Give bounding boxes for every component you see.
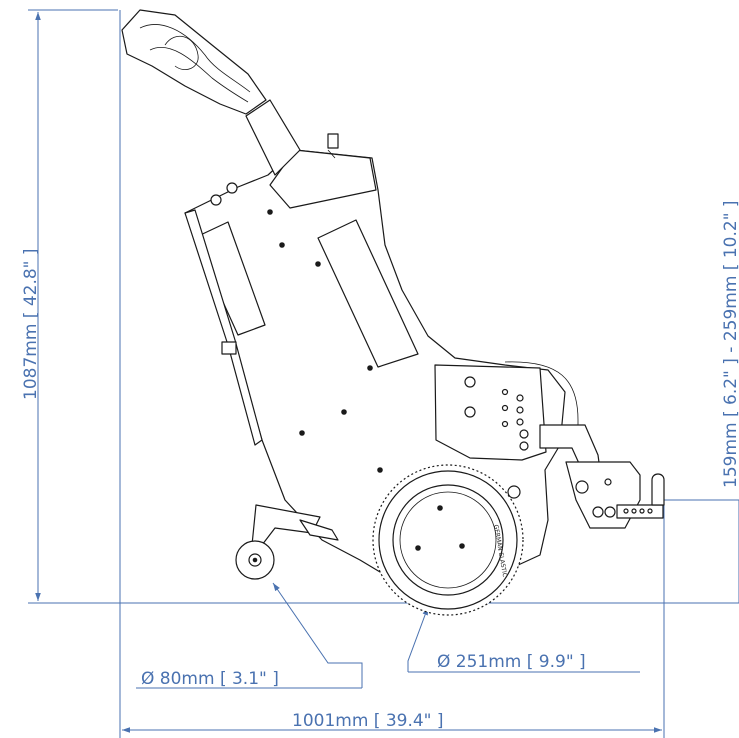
drive-gear bbox=[507, 485, 521, 499]
handle-shaft bbox=[245, 99, 301, 176]
rear-bracket bbox=[221, 341, 237, 355]
handle-grip-inner-2 bbox=[149, 47, 249, 103]
panel-indicators bbox=[464, 376, 529, 451]
hitch-knob bbox=[575, 480, 589, 494]
cable bbox=[504, 361, 579, 440]
caster-axle bbox=[252, 557, 258, 563]
hitch-screw-3 bbox=[604, 478, 612, 486]
handle-height-label: 159mm [ 6.2" ] - 259mm [ 10.2" ] bbox=[721, 200, 739, 488]
drive-wheel-rim bbox=[392, 484, 504, 596]
drive-wheel-label: Ø 251mm [ 9.9" ] bbox=[437, 652, 586, 672]
hitch-holes bbox=[623, 508, 653, 514]
length-label: 1001mm [ 39.4" ] bbox=[292, 711, 444, 731]
control-panel bbox=[434, 364, 547, 461]
center-window bbox=[317, 219, 419, 368]
hitch-screw-2 bbox=[604, 506, 616, 518]
caster-arm bbox=[299, 519, 339, 541]
drive-wheel-bolts bbox=[415, 505, 465, 551]
tug-machine: GERMAN ELASTIC bbox=[121, 9, 665, 616]
cap-line bbox=[327, 149, 336, 159]
top-cap bbox=[327, 133, 339, 149]
handle-grip-inner bbox=[139, 24, 251, 93]
handle-thumb bbox=[164, 35, 199, 70]
drive-wheel-leader bbox=[407, 606, 429, 672]
top-knob-2 bbox=[210, 194, 222, 206]
hitch-pin bbox=[651, 473, 665, 506]
drive-wheel-hub-ring bbox=[399, 491, 497, 589]
hitch-screw-1 bbox=[592, 506, 604, 518]
small-wheel-label: Ø 80mm [ 3.1" ] bbox=[141, 669, 279, 689]
handle-grip bbox=[121, 9, 267, 115]
dimension-lines bbox=[28, 9, 739, 738]
top-knob-1 bbox=[226, 182, 238, 194]
height-label: 1087mm [ 42.8" ] bbox=[21, 248, 41, 400]
small-wheel-leader bbox=[272, 582, 363, 688]
